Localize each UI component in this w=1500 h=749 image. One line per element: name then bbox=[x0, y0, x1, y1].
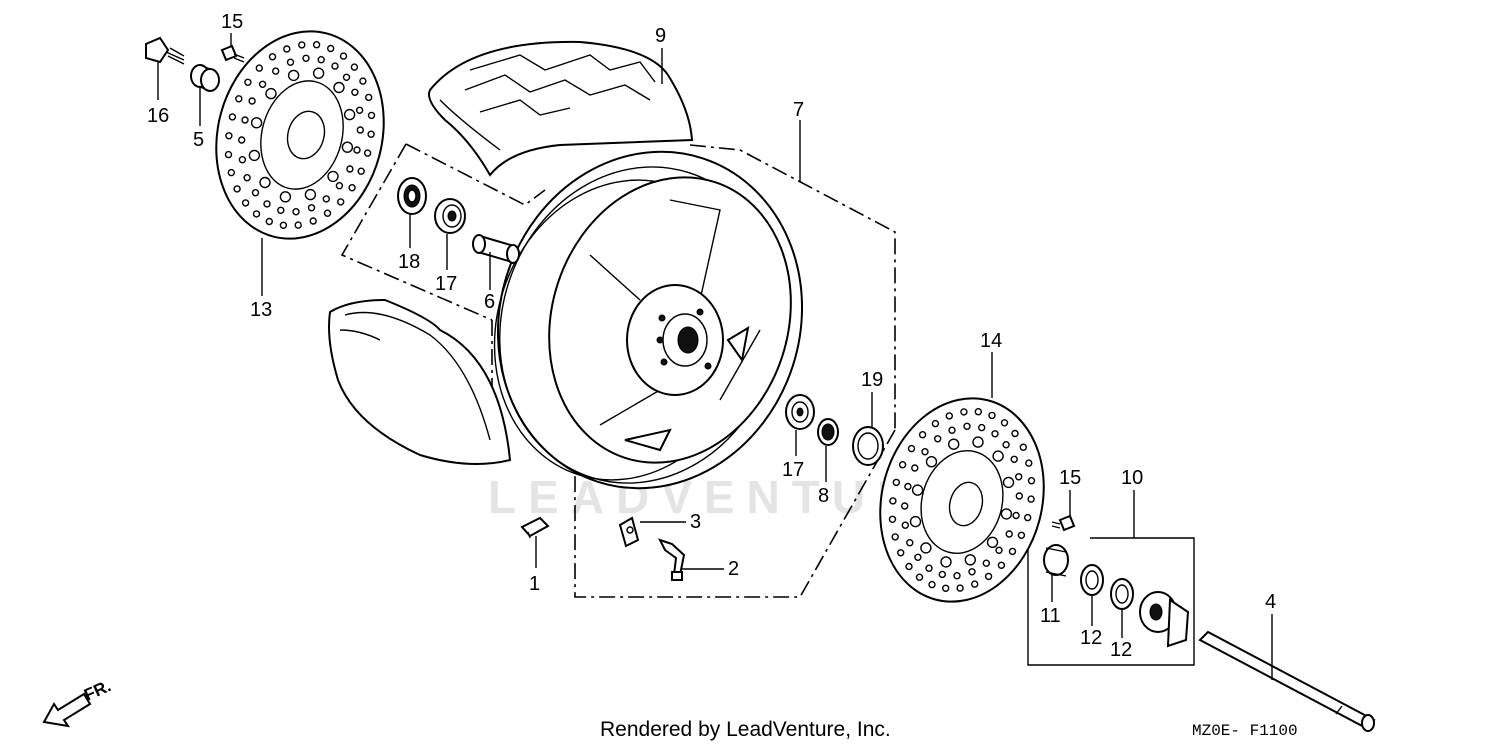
inner-tube bbox=[328, 298, 512, 465]
callout-15-left: 15 bbox=[221, 11, 244, 33]
gearbox bbox=[1139, 591, 1190, 648]
callout-2: 2 bbox=[728, 558, 740, 580]
callout-12-b: 12 bbox=[1110, 639, 1133, 661]
axle-4 bbox=[1198, 630, 1376, 732]
callout-17-left: 17 bbox=[435, 273, 458, 295]
assembly-outline-hub bbox=[340, 143, 896, 598]
weight-3 bbox=[618, 516, 640, 548]
brake-disc-right bbox=[879, 397, 1045, 603]
callout-12-a: 12 bbox=[1080, 627, 1103, 649]
callout-14: 14 bbox=[980, 330, 1003, 352]
seal-12-a bbox=[1080, 564, 1104, 596]
seal-12-b bbox=[1110, 578, 1134, 610]
collar-5 bbox=[190, 64, 220, 92]
callout-17-right: 17 bbox=[782, 459, 805, 481]
clip-1 bbox=[520, 516, 550, 539]
callout-19: 19 bbox=[861, 369, 884, 391]
callout-11: 11 bbox=[1040, 605, 1061, 627]
wheel-rim bbox=[493, 150, 804, 490]
callout-18: 18 bbox=[398, 251, 421, 273]
spacer-6 bbox=[472, 234, 520, 264]
callout-8: 8 bbox=[818, 485, 830, 507]
footer-credit: Rendered by LeadVenture, Inc. bbox=[600, 718, 891, 741]
callout-13: 13 bbox=[250, 299, 273, 321]
callout-1: 1 bbox=[529, 573, 541, 595]
bearing-17-left bbox=[434, 198, 466, 234]
brake-disc-left bbox=[215, 30, 385, 240]
callout-3: 3 bbox=[690, 511, 702, 533]
front-direction-arrow bbox=[42, 692, 92, 728]
bearing-17-right bbox=[785, 394, 815, 430]
callout-5: 5 bbox=[193, 129, 205, 151]
tire bbox=[428, 40, 694, 177]
retainer-11 bbox=[1043, 544, 1069, 577]
bearing-18 bbox=[397, 177, 427, 215]
leader-lines bbox=[157, 33, 1273, 680]
diagram-code: MZ0E- F1100 bbox=[1192, 722, 1298, 740]
callout-10: 10 bbox=[1121, 467, 1144, 489]
watermark: LEADVENTURE bbox=[488, 471, 966, 523]
bolt-16 bbox=[145, 36, 185, 65]
valve-2 bbox=[658, 538, 686, 581]
bolt-15-left bbox=[220, 44, 245, 63]
seal-8 bbox=[817, 418, 839, 446]
gearbox-assembly-outline bbox=[1027, 537, 1195, 666]
bolt-15-right bbox=[1051, 514, 1076, 532]
callout-15-right: 15 bbox=[1059, 467, 1082, 489]
oil-seal-19 bbox=[852, 426, 884, 466]
callout-16: 16 bbox=[147, 105, 170, 127]
callout-9: 9 bbox=[655, 25, 667, 47]
callout-6: 6 bbox=[484, 291, 496, 313]
callout-4: 4 bbox=[1265, 591, 1277, 613]
callout-7: 7 bbox=[793, 99, 805, 121]
